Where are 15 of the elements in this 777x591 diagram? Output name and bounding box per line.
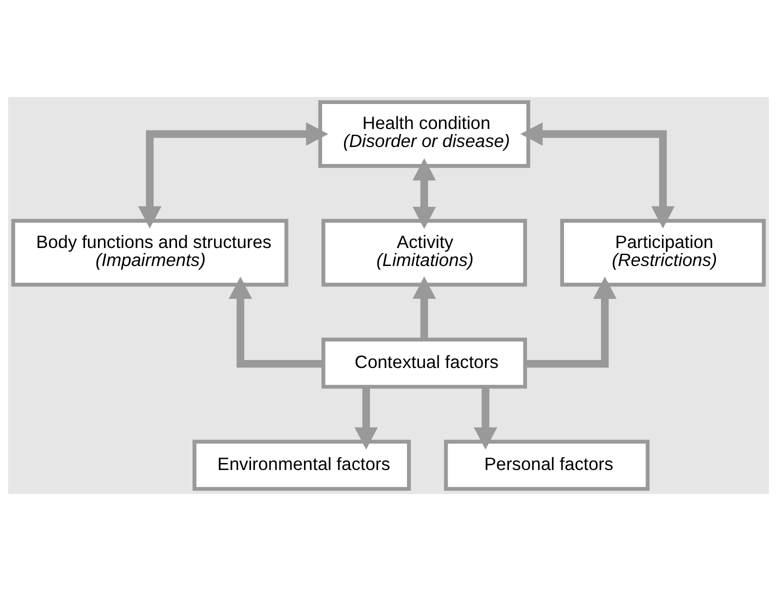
node-box: Environmental factors [192, 440, 411, 491]
node-box: Contextual factors [321, 338, 527, 389]
node-box: Personal factors [444, 440, 650, 491]
arrow [412, 158, 436, 229]
node-box: Health condition (Disorder or disease) [318, 100, 530, 168]
arrow [354, 386, 378, 450]
arrow [412, 276, 436, 340]
node-box: Activity (Limitations) [321, 218, 527, 287]
node-box: Body functions and structures (Impairments) [11, 218, 288, 287]
arrow [228, 276, 324, 368]
arrow [520, 122, 675, 229]
arrow [138, 122, 328, 229]
arrow [525, 276, 617, 368]
node-box: Participation (Restrictions) [560, 218, 766, 287]
arrow [474, 386, 498, 450]
